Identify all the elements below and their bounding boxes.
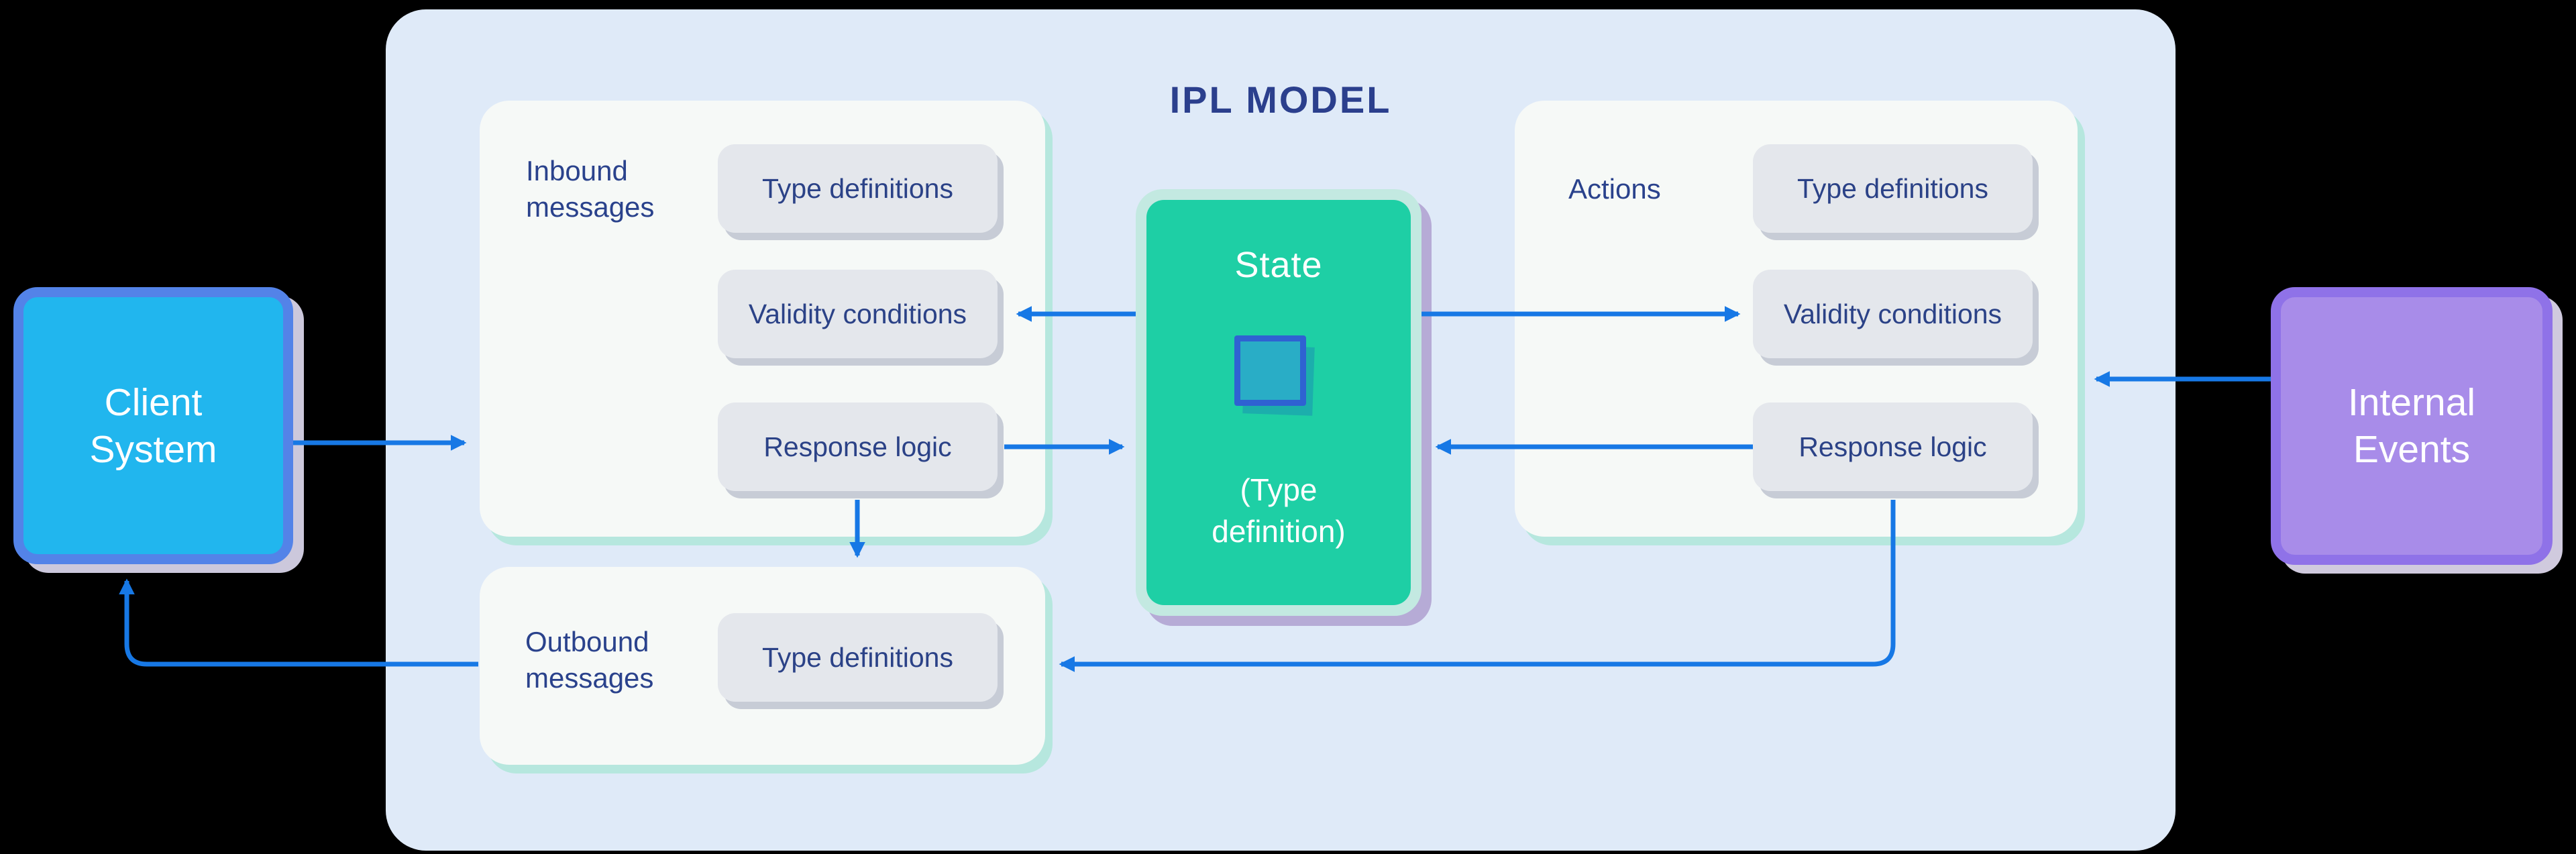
outbound-messages-label: Outbound messages (525, 624, 653, 696)
inbound-type-definitions-box: Type definitions (718, 144, 998, 233)
client-system-box: Client System (13, 287, 293, 564)
outbound-type-definitions-label: Type definitions (762, 641, 953, 673)
state-subtitle-line1: (Type (1240, 472, 1318, 507)
client-label-line1: Client (104, 380, 203, 424)
internal-label-line2: Events (2353, 428, 2471, 471)
actions-type-definitions-label: Type definitions (1797, 172, 1988, 204)
internal-events-label: Internal Events (2348, 379, 2475, 473)
inbound-response-logic-label: Response logic (763, 431, 952, 462)
square-icon (1234, 335, 1306, 406)
inbound-type-definitions-label: Type definitions (762, 172, 953, 204)
outbound-label-line1: Outbound (525, 626, 649, 657)
inbound-label-line2: messages (526, 191, 655, 223)
inbound-validity-conditions-label: Validity conditions (748, 298, 967, 329)
internal-events-box: Internal Events (2271, 287, 2553, 565)
actions-type-definitions-box: Type definitions (1753, 144, 2033, 233)
client-label-line2: System (89, 427, 217, 471)
internal-label-line1: Internal (2347, 381, 2476, 424)
client-system-label: Client System (89, 379, 217, 473)
actions-response-logic-label: Response logic (1799, 431, 1987, 462)
inbound-validity-conditions-box: Validity conditions (718, 270, 998, 358)
inbound-messages-label: Inbound messages (526, 153, 654, 225)
state-subtitle-line2: definition) (1212, 514, 1346, 549)
actions-response-logic-box: Response logic (1753, 403, 2033, 491)
state-subtitle: (Type definition) (1146, 469, 1411, 552)
actions-validity-conditions-box: Validity conditions (1753, 270, 2033, 358)
outbound-label-line2: messages (525, 662, 654, 694)
inbound-label-line1: Inbound (526, 155, 628, 186)
actions-validity-conditions-label: Validity conditions (1783, 298, 2002, 329)
actions-label: Actions (1568, 173, 1661, 205)
outbound-type-definitions-box: Type definitions (718, 613, 998, 702)
inbound-response-logic-box: Response logic (718, 403, 998, 491)
page-title: IPL MODEL (1169, 78, 1392, 121)
state-title: State (1234, 245, 1323, 285)
